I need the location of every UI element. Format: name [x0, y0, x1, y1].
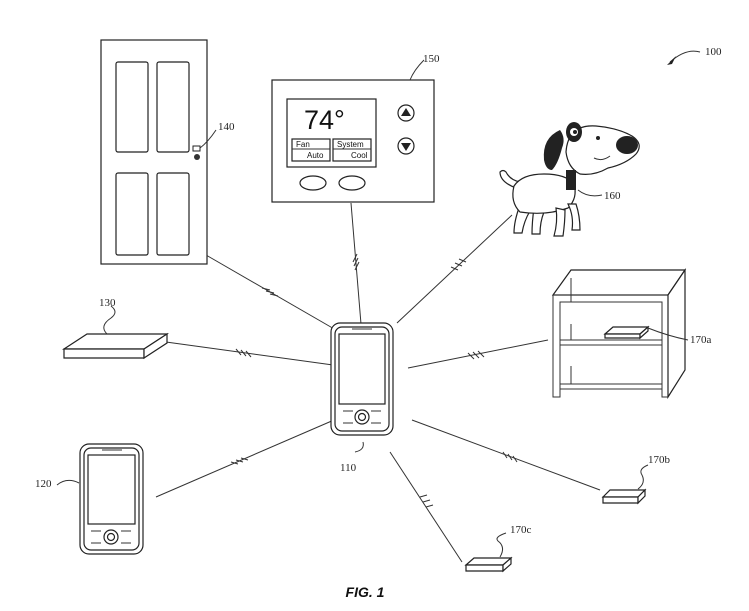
mobile-phone-120: 120	[35, 443, 144, 555]
thermostat: 74° Fan Auto System Cool 150	[271, 53, 440, 203]
ref-150: 150	[423, 53, 440, 65]
wireless-links	[155, 202, 601, 563]
ref-110: 110	[340, 462, 357, 474]
tag-170b: 170b	[601, 454, 671, 505]
temp-up-button	[397, 104, 415, 122]
link-hub-tag170b	[411, 419, 601, 491]
thermostat-right-button	[338, 175, 366, 191]
ref-170a: 170a	[690, 334, 712, 346]
link-hub-tag130	[165, 341, 334, 366]
fan-label: Fan	[296, 140, 310, 149]
ref-160: 160	[604, 190, 621, 202]
fan-value: Auto	[307, 151, 324, 160]
system-reference: 100	[667, 46, 722, 65]
tag-170c: 170c	[464, 524, 532, 573]
link-hub-phone120	[155, 419, 335, 498]
temp-down-button	[397, 137, 415, 155]
ref-130: 130	[99, 297, 116, 309]
dog: 160	[499, 122, 640, 237]
door-lock-sensor	[192, 145, 201, 152]
ref-140: 140	[218, 121, 235, 133]
system-value: Cool	[351, 151, 368, 160]
figure-caption: FIG. 1	[346, 584, 385, 600]
link-hub-tag170c	[389, 451, 463, 563]
thermostat-left-button	[299, 175, 327, 191]
door-knob	[194, 154, 200, 160]
hub-phone: 110	[330, 322, 394, 474]
thermostat-temperature: 74°	[304, 105, 345, 135]
ref-120: 120	[35, 478, 52, 490]
link-hub-shelf	[407, 339, 549, 369]
ref-170c: 170c	[510, 524, 532, 536]
door: 140	[100, 39, 235, 265]
system-label: System	[337, 140, 364, 149]
tag-130: 130	[61, 297, 170, 360]
ref-170b: 170b	[648, 454, 671, 466]
shelf-unit: 170a	[551, 268, 712, 400]
link-hub-thermostat	[350, 202, 362, 325]
link-hub-dog	[396, 214, 513, 324]
ref-100: 100	[705, 46, 722, 58]
link-hub-door	[205, 254, 337, 331]
